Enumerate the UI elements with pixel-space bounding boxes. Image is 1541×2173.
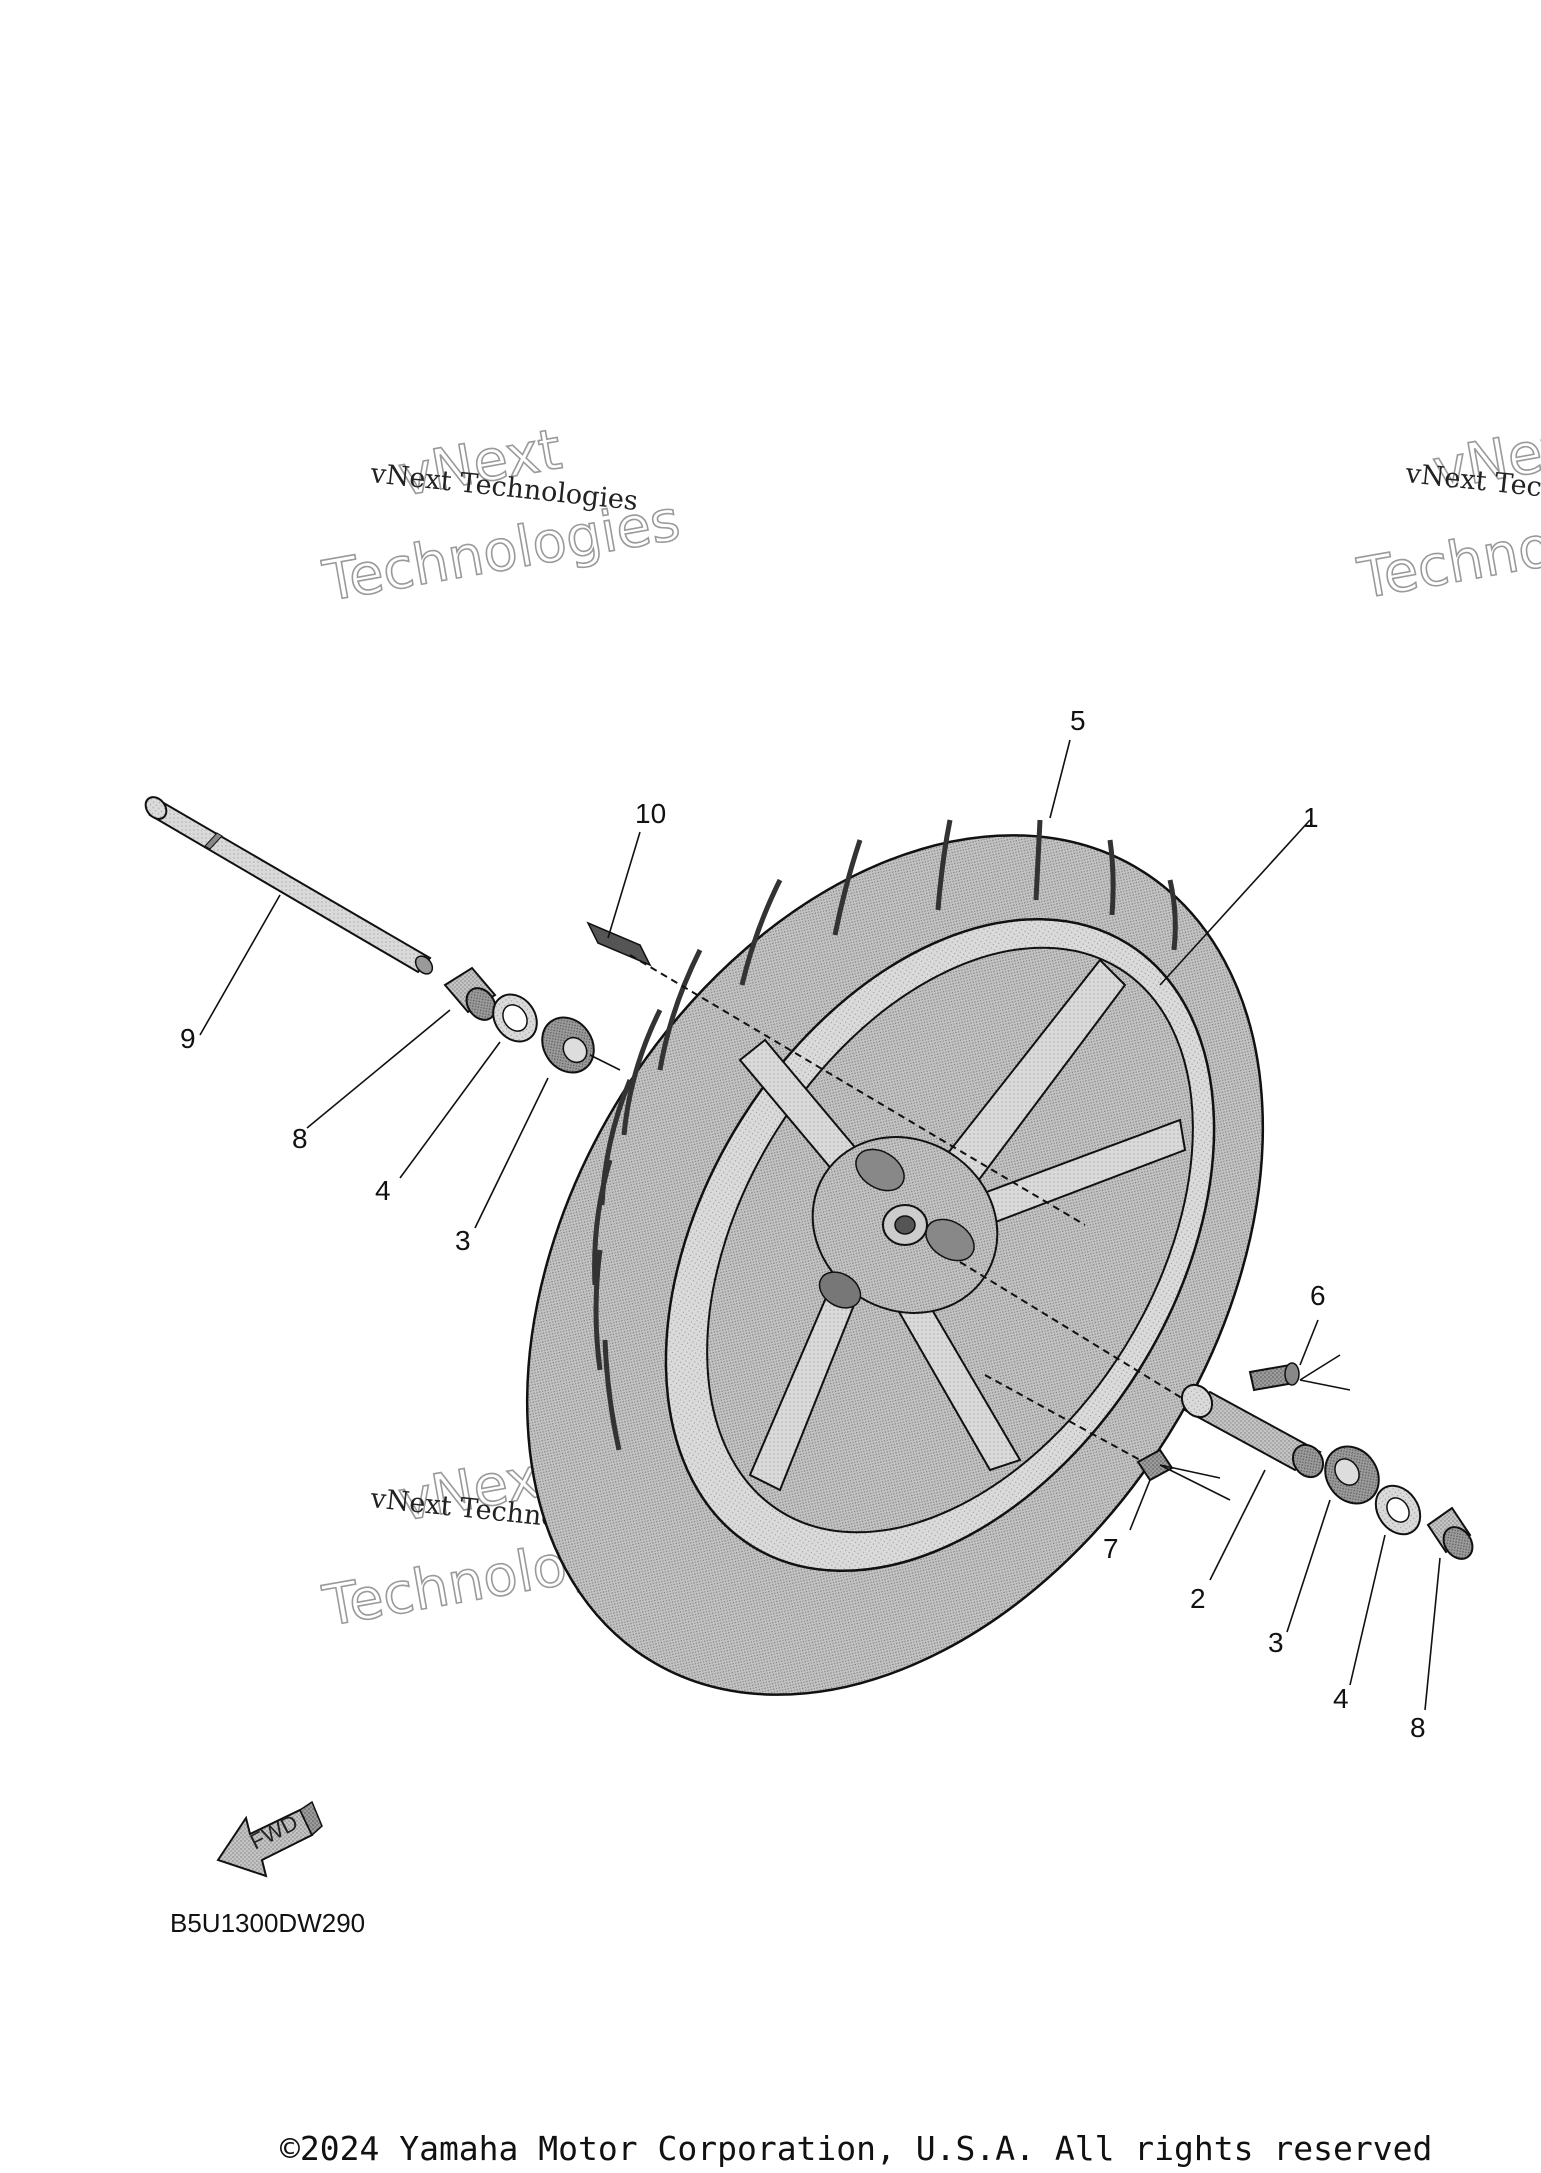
callout-8-left: 8 [292, 1123, 308, 1154]
oil-seal-left [492, 993, 538, 1043]
callout-4-left: 4 [375, 1175, 391, 1206]
callout-6: 6 [1310, 1280, 1326, 1311]
watermark-top-right: vNext Technologies vNext Technologies [1352, 410, 1541, 613]
callout-2: 2 [1190, 1583, 1206, 1614]
tire-tread [592, 819, 1178, 1451]
oil-seal-right [1374, 1484, 1422, 1536]
front-wheel-assembly [525, 819, 1265, 1696]
watermark-big-2: Technologies [1353, 486, 1541, 613]
callout-4-right: 4 [1333, 1683, 1349, 1714]
collar-right [1426, 1506, 1474, 1560]
callout-3-left: 3 [455, 1225, 471, 1256]
callout-5: 5 [1070, 705, 1086, 736]
bearing-right [1324, 1445, 1380, 1505]
diagram-code: B5U1300DW290 [170, 1908, 365, 1938]
leader-lines [199, 739, 1441, 1711]
callout-9: 9 [180, 1023, 196, 1054]
valve [1248, 1362, 1300, 1392]
assembly-lines [589, 954, 1186, 1461]
callout-3-right: 3 [1268, 1627, 1284, 1658]
spacer-collar [1180, 1383, 1325, 1479]
callout-7: 7 [1103, 1533, 1119, 1564]
fwd-arrow: FWD [216, 1800, 323, 1878]
callout-10: 10 [635, 798, 666, 829]
sticker [586, 921, 652, 967]
watermark-top-left: vNext Technologies vNext Technologies [317, 416, 685, 615]
callout-1: 1 [1303, 802, 1319, 833]
callout-8-right: 8 [1410, 1712, 1426, 1743]
collar-left [443, 966, 497, 1021]
copyright-notice: ©2024 Yamaha Motor Corporation, U.S.A. A… [280, 2129, 1432, 2168]
bearing-left [541, 1016, 595, 1074]
axle-shaft [144, 796, 434, 975]
callouts: 5 1 10 9 8 4 3 6 7 2 3 4 8 [180, 705, 1426, 1743]
